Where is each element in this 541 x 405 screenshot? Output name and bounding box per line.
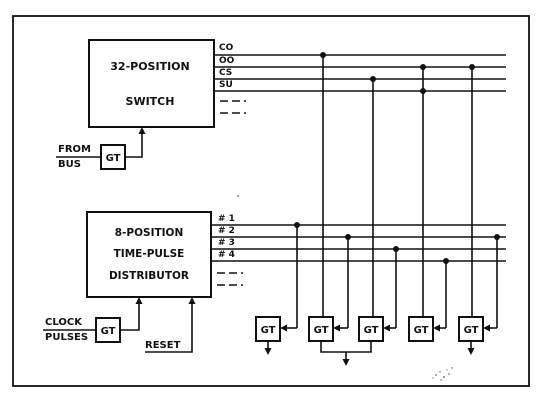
arrow-gate3 — [383, 324, 390, 332]
arrow-into-switch — [138, 127, 146, 134]
gate2-gate3-merge — [320, 341, 372, 353]
junction-dot — [393, 246, 399, 252]
bus-label-bus: BUS — [58, 159, 81, 170]
bus-gate-label: GT — [106, 153, 121, 164]
switch-block — [88, 39, 215, 128]
distributor-subtitle: TIME-PULSE — [114, 248, 185, 260]
junction-dot — [420, 64, 426, 70]
arrow-gate5 — [483, 324, 490, 332]
label-pulse-2: # 2 — [218, 226, 235, 236]
clock-gate-label: GT — [101, 326, 116, 337]
switch-subtitle: SWITCH — [126, 95, 175, 108]
junction-dot — [443, 258, 449, 264]
bus-label-from: FROM — [58, 144, 91, 155]
distributor-subtitle-2: DISTRIBUTOR — [109, 270, 189, 282]
junction-dot — [345, 234, 351, 240]
arrow-reset — [188, 297, 196, 304]
reset-line — [145, 301, 193, 353]
output-gate-2-label: GT — [314, 325, 329, 336]
output-gate-3 — [358, 316, 384, 342]
label-pulse-3: # 3 — [218, 238, 235, 248]
arrow-gate5-out — [467, 348, 475, 355]
junction-dot — [294, 222, 300, 228]
arrow-gate4 — [433, 324, 440, 332]
clock-gate-to-distributor — [120, 301, 140, 331]
output-gate-4-label: GT — [414, 325, 429, 336]
output-gate-3-label: GT — [364, 325, 379, 336]
bus-gate-to-switch — [125, 131, 143, 158]
output-gate-1-label: GT — [261, 325, 276, 336]
frame-border — [12, 15, 530, 387]
label-cs: CS — [219, 68, 232, 78]
distributor-block — [86, 211, 212, 298]
junction-dot — [320, 52, 326, 58]
label-co: CO — [219, 43, 234, 53]
label-oo: OO — [219, 56, 235, 66]
junction-dot — [420, 88, 426, 94]
clock-label-clock: CLOCK — [45, 317, 83, 328]
arrow-gate1 — [280, 324, 287, 332]
output-gate-5-label: GT — [464, 325, 479, 336]
label-pulse-4: # 4 — [218, 250, 235, 260]
arrow-merged-out — [342, 359, 350, 366]
junction-dot — [469, 64, 475, 70]
junction-dot — [370, 76, 376, 82]
arrow-into-distributor — [135, 297, 143, 304]
output-gate-4 — [408, 316, 434, 342]
distributor-title: 8-POSITION — [115, 227, 184, 239]
label-su: SU — [219, 80, 233, 90]
arrow-gate1-out — [264, 348, 272, 355]
junction-dot — [494, 234, 500, 240]
arrow-gate2 — [333, 324, 340, 332]
reset-label: RESET — [145, 340, 181, 351]
label-pulse-1: # 1 — [218, 214, 235, 224]
switch-title: 32-POSITION — [110, 60, 189, 73]
scan-speckle — [237, 195, 453, 381]
clock-label-pulses: PULSES — [45, 332, 88, 343]
